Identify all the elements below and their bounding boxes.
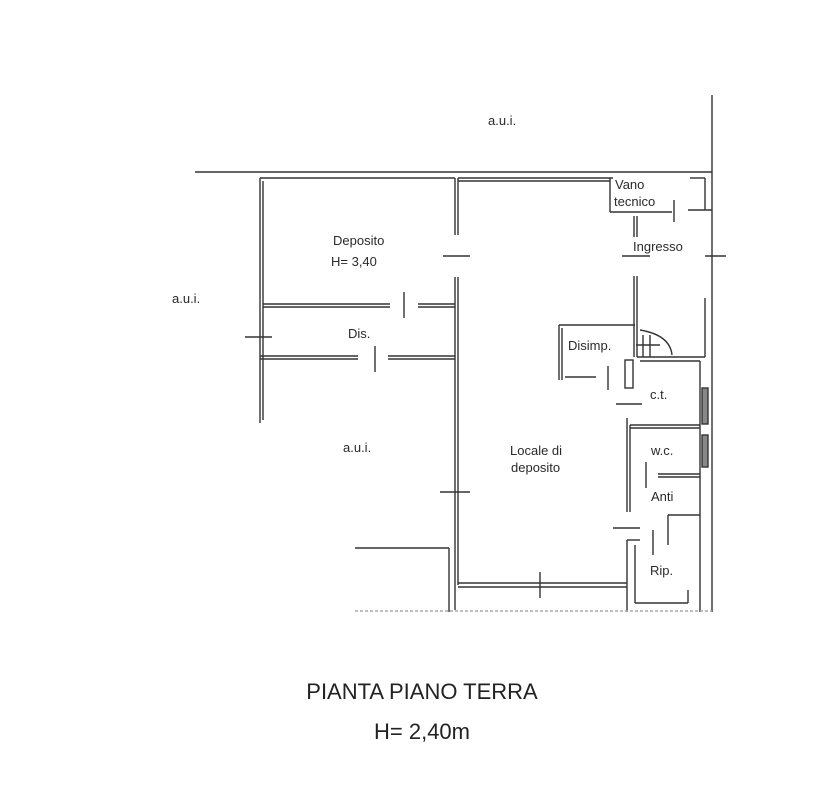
label-wc: w.c. <box>651 443 674 458</box>
plan-height: H= 2,40m <box>374 719 470 744</box>
label-locale: Locale di <box>510 443 563 458</box>
label-deposito-height: H= 3,40 <box>331 254 377 269</box>
label-deposito: Deposito <box>333 233 385 248</box>
label-rip: Rip. <box>650 563 674 578</box>
label-vano: Vano <box>615 177 645 192</box>
label-aui-middle: a.u.i. <box>343 440 372 455</box>
label-aui-left: a.u.i. <box>172 291 201 306</box>
plan-title: PIANTA PIANO TERRA <box>306 679 538 704</box>
label-disimp: Disimp. <box>568 338 612 353</box>
label-tecnico: tecnico <box>614 194 656 209</box>
label-dis: Dis. <box>348 326 371 341</box>
label-aui-top: a.u.i. <box>488 113 517 128</box>
label-anti: Anti <box>651 489 674 504</box>
label-locale-deposito: deposito <box>511 460 561 475</box>
label-ct: c.t. <box>650 387 668 402</box>
label-ingresso: Ingresso <box>633 239 683 254</box>
